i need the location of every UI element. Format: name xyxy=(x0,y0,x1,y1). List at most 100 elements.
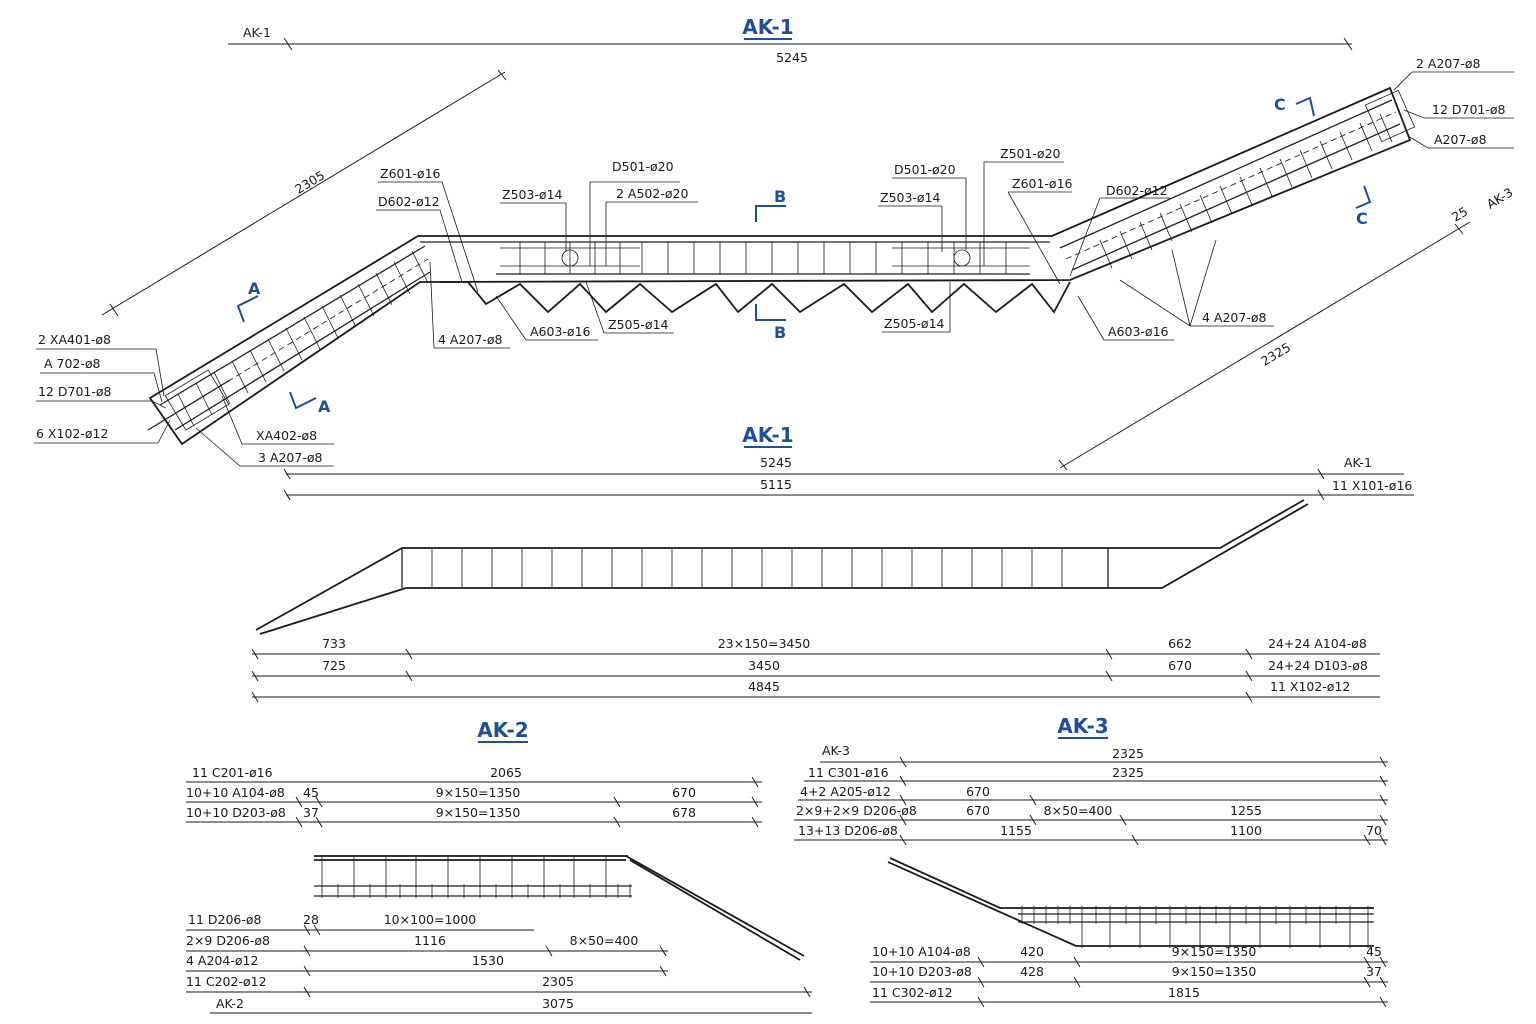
label-a502: 2 A502-ø20 xyxy=(616,186,688,201)
ak1-detail-view: AK-1 5245 5115 AK-1 11 X101-ø16 xyxy=(251,423,1414,703)
label-xa401: 2 XA401-ø8 xyxy=(38,332,111,347)
ak1-row2-mid: 3450 xyxy=(748,658,780,673)
label-d602-left: D602-ø12 xyxy=(378,194,440,209)
ak2-bot-row3-tag: 4 A204-ø12 xyxy=(186,953,258,968)
ak3-top-row5-a: 1155 xyxy=(1000,823,1032,838)
ak1-row2-right: 670 xyxy=(1168,658,1192,673)
label-d501-right: D501-ø20 xyxy=(894,162,956,177)
section-markers: A A B B C C xyxy=(236,95,1372,416)
main-view-labels: Z601-ø16 D602-ø12 Z503-ø14 D501-ø20 2 A5… xyxy=(34,56,1514,467)
ak1-dim-5245: 5245 xyxy=(760,455,792,470)
ak3-bot-row1-tag: 10+10 A104-ø8 xyxy=(872,944,971,959)
ak3-bot-row3-b: 1815 xyxy=(1168,985,1200,1000)
ak2-bot-row1-tag: 11 D206-ø8 xyxy=(188,912,262,927)
middle-cage-stirrups xyxy=(519,242,1007,274)
label-a207-top: 2 A207-ø8 xyxy=(1416,56,1480,71)
right-cage-stirrups xyxy=(1099,113,1393,269)
ak1-row2-left: 725 xyxy=(322,658,346,673)
ak1-tag-top2: 11 X101-ø16 xyxy=(1332,478,1412,493)
ak1-row1-left: 733 xyxy=(322,636,346,651)
ak3-top-row3-tag: 4+2 A205-ø12 xyxy=(800,784,891,799)
ak3-top-row5-c: 1100 xyxy=(1230,823,1262,838)
section-b-top: B xyxy=(774,187,786,206)
main-elevation-view: AK-1 AK-1 5245 2305 2325 25 AK-3 xyxy=(34,15,1516,471)
label-z505-right: Z505-ø14 xyxy=(884,316,945,331)
section-a-bottom: A xyxy=(318,397,331,416)
ak3-top-row2-b: 2325 xyxy=(1112,765,1144,780)
ak3-view: AK-3 AK-3 2325 11 C301-ø16 2325 4+2 A205… xyxy=(794,714,1388,1008)
ak2-bot-row5-b: 3075 xyxy=(542,996,574,1011)
ak3-stirrups xyxy=(1021,906,1369,948)
incline-left-dim: 2305 xyxy=(292,168,327,197)
ak3-bot-row2-tag: 10+10 D203-ø8 xyxy=(872,964,972,979)
ak3-top-row5-tag: 13+13 D206-ø8 xyxy=(798,823,898,838)
ak1-detail-title: AK-1 xyxy=(742,423,793,447)
label-z505-left: Z505-ø14 xyxy=(608,317,669,332)
label-a207-right: A207-ø8 xyxy=(1434,132,1487,147)
main-view-title: AK-1 xyxy=(742,15,793,39)
ak1-tag-top1: AK-1 xyxy=(1344,455,1372,470)
ak3-top-row2-tag: 11 C301-ø16 xyxy=(808,765,889,780)
ak2-bot-row1-b: 10×100=1000 xyxy=(384,912,477,927)
section-a-top: A xyxy=(248,279,261,298)
ak2-top-row2-c: 670 xyxy=(672,785,696,800)
overall-width-dim: 5245 xyxy=(776,50,808,65)
ref-ak3-right: AK-3 xyxy=(1484,185,1516,212)
label-d602-right: D602-ø12 xyxy=(1106,183,1168,198)
ak1-row3-mid: 4845 xyxy=(748,679,780,694)
ak3-top-row1-b: 2325 xyxy=(1112,746,1144,761)
ak2-title: AK-2 xyxy=(477,718,528,742)
ak3-top-row4-c: 1255 xyxy=(1230,803,1262,818)
ak3-top-row4-tag: 2×9+2×9 D206-ø8 xyxy=(796,803,917,818)
ak2-top-row3-c: 678 xyxy=(672,805,696,820)
ak2-view: AK-2 11 C201-ø16 2065 10+10 A104-ø8 45 9… xyxy=(186,718,812,1014)
label-x102: 6 X102-ø12 xyxy=(36,426,108,441)
label-d701-left: 12 D701-ø8 xyxy=(38,384,112,399)
ak2-stirrups xyxy=(321,856,631,898)
ak3-top-row1-tag: AK-3 xyxy=(822,743,850,758)
ak3-bot-row3-tag: 11 C302-ø12 xyxy=(872,985,953,1000)
ak2-top-row3-b: 9×150=1350 xyxy=(436,805,521,820)
ak3-title: AK-3 xyxy=(1057,714,1108,738)
ak2-bot-row2-tag: 2×9 D206-ø8 xyxy=(186,933,270,948)
ak1-row2-tag: 24+24 D103-ø8 xyxy=(1268,658,1368,673)
ak3-bot-row2-a: 428 xyxy=(1020,964,1044,979)
ak2-bot-row5-tag: AK-2 xyxy=(216,996,244,1011)
label-d701-right: 12 D701-ø8 xyxy=(1432,102,1506,117)
ref-ak1-left: AK-1 xyxy=(243,25,271,40)
label-z503-left: Z503-ø14 xyxy=(502,187,563,202)
ak2-top-row3-a: 37 xyxy=(303,805,319,820)
ak2-bot-row2-b: 1116 xyxy=(414,933,446,948)
ak2-top-row2-b: 9×150=1350 xyxy=(436,785,521,800)
ak2-top-row1-tag: 11 C201-ø16 xyxy=(192,765,273,780)
ak2-bot-row4-b: 2305 xyxy=(542,974,574,989)
ak2-bot-row1-a: 28 xyxy=(303,912,319,927)
ak1-row1-tag: 24+24 A104-ø8 xyxy=(1268,636,1367,651)
ak1-row1-mid: 23×150=3450 xyxy=(718,636,811,651)
ak1-row3-tag: 11 X102-ø12 xyxy=(1270,679,1350,694)
ak3-bot-row2-c: 37 xyxy=(1366,964,1382,979)
label-z601-left: Z601-ø16 xyxy=(380,166,441,181)
label-a702: A 702-ø8 xyxy=(44,356,101,371)
left-cage-stirrups xyxy=(177,250,429,427)
ak3-bot-row2-b: 9×150=1350 xyxy=(1172,964,1257,979)
ak3-top-row4-b: 8×50=400 xyxy=(1044,803,1113,818)
offset-right-dim: 25 xyxy=(1449,204,1470,225)
label-z501: Z501-ø20 xyxy=(1000,146,1061,161)
section-c-bottom: C xyxy=(1356,209,1368,228)
ak2-top-row2-a: 45 xyxy=(303,785,319,800)
ak3-bot-row1-b: 9×150=1350 xyxy=(1172,944,1257,959)
ak3-top-row3-a: 670 xyxy=(966,784,990,799)
label-a603-left: A603-ø16 xyxy=(530,324,591,339)
label-a207-4-left: 4 A207-ø8 xyxy=(438,332,502,347)
ak1-ladder-rungs xyxy=(431,548,1063,588)
ak1-row1-right: 662 xyxy=(1168,636,1192,651)
ak1-dim-5115: 5115 xyxy=(760,477,792,492)
ak3-bot-row1-c: 45 xyxy=(1366,944,1382,959)
ak2-bot-row2-c: 8×50=400 xyxy=(570,933,639,948)
label-d501-left: D501-ø20 xyxy=(612,159,674,174)
ak3-top-row4-a: 670 xyxy=(966,803,990,818)
label-z503-right: Z503-ø14 xyxy=(880,190,941,205)
section-b-bottom: B xyxy=(774,323,786,342)
